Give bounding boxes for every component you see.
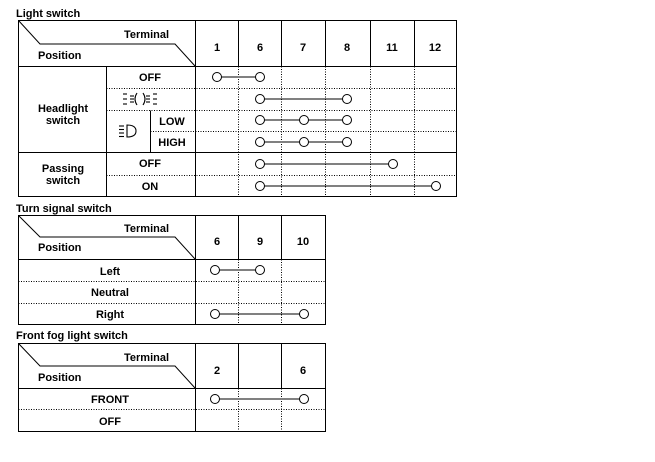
terminal-header: 9 — [257, 236, 263, 248]
terminal-header: 7 — [300, 42, 306, 54]
terminal-circle — [210, 394, 220, 404]
position-label-neutral: Neutral — [91, 287, 129, 299]
position-label-right: Right — [96, 309, 124, 321]
terminal-circle — [342, 115, 352, 125]
front-fog-table — [18, 343, 326, 432]
terminal-circle — [299, 137, 309, 147]
terminal-header: 2 — [214, 365, 220, 377]
terminal-circle — [255, 115, 265, 125]
terminal-header: 8 — [344, 42, 350, 54]
light-switch-table — [18, 20, 457, 197]
position-label-off: OFF — [139, 72, 161, 84]
light-switch-title: Light switch — [16, 8, 80, 20]
header-column-dividers — [195, 20, 415, 197]
terminal-circle — [299, 115, 309, 125]
terminal-circle — [255, 265, 265, 275]
light-switch-terminal-headers: 1 6 7 8 11 12 — [214, 42, 441, 54]
header-diagonal — [18, 215, 196, 260]
header-diagonal — [18, 343, 196, 389]
position-label-passing-off: OFF — [139, 158, 161, 170]
terminal-circle — [210, 265, 220, 275]
turn-signal-position-label: Position — [38, 242, 82, 254]
terminal-header: 6 — [300, 365, 306, 377]
front-fog-light-switch-section: Front fog light switch Terminal Position… — [16, 330, 326, 432]
terminal-circle — [255, 181, 265, 191]
turn-signal-switch-section: Turn signal switch Terminal Position 6 9… — [16, 203, 326, 325]
terminal-circle — [212, 72, 222, 82]
turn-signal-table — [18, 215, 326, 325]
turn-signal-terminal-label: Terminal — [124, 223, 169, 235]
front-fog-connections — [210, 394, 309, 404]
position-label-left: Left — [100, 266, 121, 278]
terminal-circle — [342, 94, 352, 104]
turn-signal-switch-title: Turn signal switch — [16, 203, 112, 215]
turn-signal-connections — [210, 265, 309, 319]
terminal-header: 10 — [297, 236, 309, 248]
terminal-header: 1 — [214, 42, 220, 54]
header-diagonal — [18, 20, 196, 67]
position-label-front: FRONT — [91, 394, 129, 406]
terminal-circle — [431, 181, 441, 191]
front-fog-light-switch-title: Front fog light switch — [16, 330, 128, 342]
terminal-circle — [255, 72, 265, 82]
front-fog-position-label: Position — [38, 372, 82, 384]
terminal-circle — [342, 137, 352, 147]
parking-light-icon — [123, 92, 157, 106]
terminal-circle — [299, 309, 309, 319]
terminal-header: 12 — [429, 42, 441, 54]
light-switch-position-label: Position — [38, 50, 82, 62]
terminal-circle — [255, 94, 265, 104]
front-fog-terminal-label: Terminal — [124, 352, 169, 364]
terminal-circle — [299, 394, 309, 404]
light-switch-terminal-label: Terminal — [124, 29, 169, 41]
headlight-icon — [119, 124, 137, 138]
light-switch-connections — [212, 72, 441, 191]
terminal-header: 6 — [257, 42, 263, 54]
terminal-header: 6 — [214, 236, 220, 248]
terminal-circle — [255, 137, 265, 147]
position-label-passing-on: ON — [142, 181, 159, 193]
position-label-fog-off: OFF — [99, 416, 121, 428]
terminal-circle — [255, 159, 265, 169]
terminal-header: 11 — [386, 42, 398, 54]
terminal-circle — [210, 309, 220, 319]
position-label-low: LOW — [159, 116, 185, 128]
light-switch-section: Light switch Terminal Position 1 6 7 8 1… — [16, 8, 457, 197]
position-label-high: HIGH — [158, 137, 186, 149]
terminal-circle — [388, 159, 398, 169]
